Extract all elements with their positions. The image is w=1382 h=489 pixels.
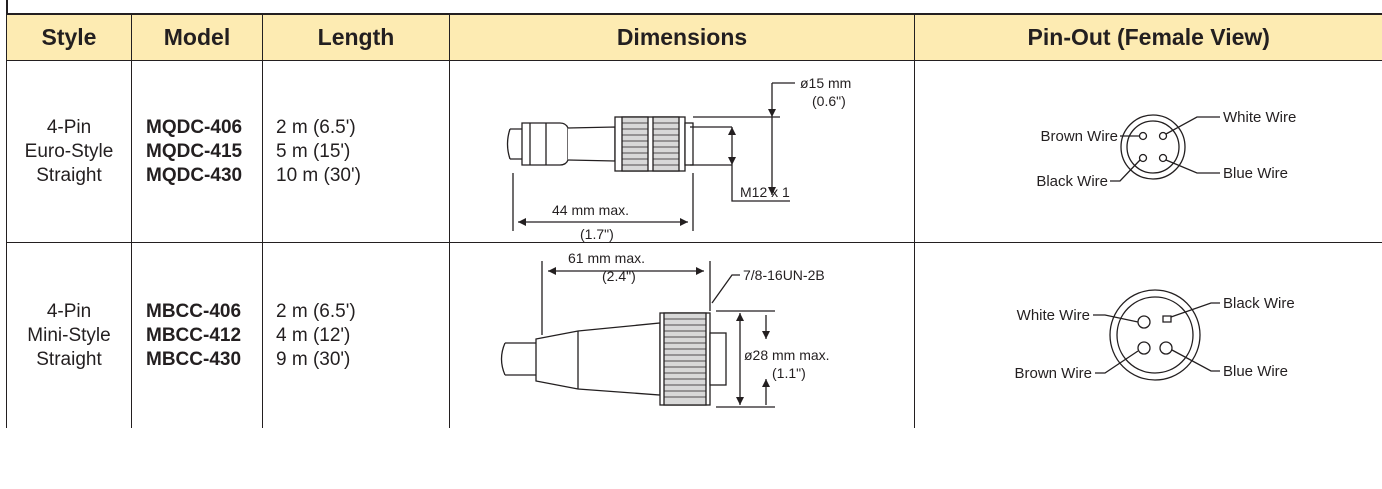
pin-label-top-right: White Wire [1223,109,1296,126]
pin-label-right: Blue Wire [1223,363,1288,380]
pin-label-right: Blue Wire [1223,165,1288,182]
model-number: MBCC-412 [146,324,242,346]
style-line: Straight [36,348,102,370]
euro-pinout-diagram: White Wire Brown Wire Blue Wire Black Wi… [1036,109,1296,190]
header-style: Style [6,13,132,61]
cable-length: 9 m (30') [276,348,351,370]
dim-thread: M12 x 1 [740,184,790,200]
style-cell: 4-Pin Euro-Style Straight [6,60,132,243]
dim-diameter-in: (0.6") [812,93,846,109]
model-number: MQDC-406 [146,116,243,138]
style-line: Mini-Style [27,324,111,346]
model-number: MQDC-430 [146,164,243,186]
pin-label-bottom-left: Brown Wire [1014,365,1092,382]
dim-length: 61 mm max. [568,250,645,266]
pinout-cell: Black Wire White Wire Blue Wire Brown Wi… [914,242,1382,428]
dim-diameter-in: (1.1") [772,365,806,381]
model-number: MQDC-415 [146,140,243,162]
table-row: 4-Pin Euro-Style Straight MQDC-406 MQDC-… [6,60,1382,243]
cable-spec-table: Style Model Length Dimensions Pin-Out (F… [6,13,1382,428]
model-number: MBCC-406 [146,300,242,322]
table-row: 4-Pin Mini-Style Straight MBCC-406 MBCC-… [6,242,1382,428]
pin-label-top-right: Black Wire [1223,295,1295,312]
dim-length: 44 mm max. [552,202,629,218]
dim-thread: 7/8-16UN-2B [743,267,825,283]
dim-diameter: ø28 mm max. [744,347,830,363]
cable-length: 10 m (30') [276,164,361,186]
pin-label-left: White Wire [1017,307,1090,324]
pin-label-left: Brown Wire [1040,128,1118,145]
pin-label-bottom-left: Black Wire [1036,173,1108,190]
length-cell: 2 m (6.5') 4 m (12') 9 m (30') [262,242,450,428]
cable-length: 2 m (6.5') [276,116,356,138]
style-line: Euro-Style [24,140,114,162]
cable-length: 4 m (12') [276,324,351,346]
header-pinout: Pin-Out (Female View) [914,13,1382,61]
dim-length-in: (2.4") [602,268,636,284]
pinout-cell: White Wire Brown Wire Blue Wire Black Wi… [914,60,1382,243]
style-line: Straight [36,164,102,186]
header-length: Length [262,13,450,61]
model-cell: MQDC-406 MQDC-415 MQDC-430 [131,60,263,243]
style-cell: 4-Pin Mini-Style Straight [6,242,132,428]
header-row: Style Model Length Dimensions Pin-Out (F… [6,13,1382,61]
frame-line [6,0,8,14]
mini-pinout-diagram: Black Wire White Wire Blue Wire Brown Wi… [1014,289,1295,382]
cable-length: 5 m (15') [276,140,351,162]
dim-length-in: (1.7") [580,226,614,242]
length-cell: 2 m (6.5') 5 m (15') 10 m (30') [262,60,450,243]
header-dimensions: Dimensions [449,13,915,61]
cable-length: 2 m (6.5') [276,300,356,322]
dimensions-cell: ø15 mm (0.6") M12 x 1 44 mm max. (1.7") [449,60,915,243]
header-model: Model [131,13,263,61]
mini-connector-drawing: 61 mm max. (2.4") 7/8-16UN-2B ø28 mm max… [500,250,830,408]
style-line: 4-Pin [46,300,92,322]
model-cell: MBCC-406 MBCC-412 MBCC-430 [131,242,263,428]
style-line: 4-Pin [46,116,92,138]
dimensions-cell: 61 mm max. (2.4") 7/8-16UN-2B ø28 mm max… [449,242,915,428]
dim-diameter: ø15 mm [800,75,851,91]
euro-connector-drawing: ø15 mm (0.6") M12 x 1 44 mm max. (1.7") [506,75,851,242]
model-number: MBCC-430 [146,348,242,370]
